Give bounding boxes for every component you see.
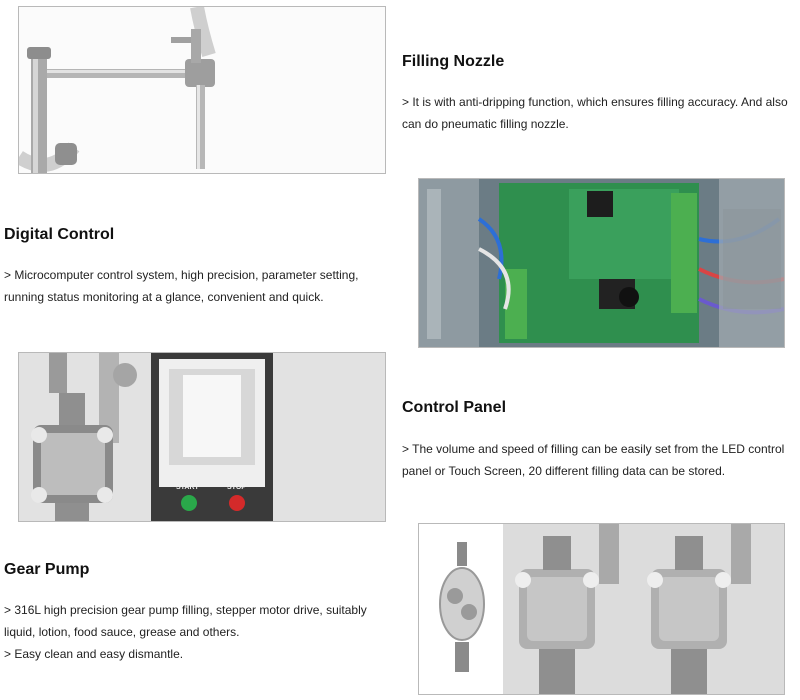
control-panel-title: Control Panel — [402, 399, 507, 416]
circuit-board-photo — [418, 178, 785, 348]
digital-control-title: Digital Control — [4, 226, 115, 243]
filling-nozzle-title: Filling Nozzle — [402, 53, 505, 70]
control-panel-photo — [18, 352, 386, 522]
filling-nozzle-description: > It is with anti-dripping function, whi… — [402, 91, 794, 135]
digital-control-line-1: > Microcomputer control system, high pre… — [4, 268, 359, 304]
gear-pump-description: > 316L high precision gear pump filling,… — [4, 599, 394, 665]
filling-nozzle-line-1: > It is with anti-dripping function, whi… — [402, 95, 788, 131]
control-panel-description: > The volume and speed of filling can be… — [402, 438, 794, 482]
control-panel-line-1: > The volume and speed of filling can be… — [402, 442, 785, 478]
gear-pump-line-1: > 316L high precision gear pump filling,… — [4, 603, 367, 639]
start-label: START — [176, 484, 199, 491]
stop-label: STOP — [227, 484, 246, 491]
digital-control-description: > Microcomputer control system, high pre… — [4, 264, 394, 308]
gear-pump-title: Gear Pump — [4, 561, 90, 578]
filling-nozzle-photo — [18, 6, 386, 174]
gear-pump-photo — [418, 523, 785, 695]
gear-pump-line-2: > Easy clean and easy dismantle. — [4, 647, 184, 661]
